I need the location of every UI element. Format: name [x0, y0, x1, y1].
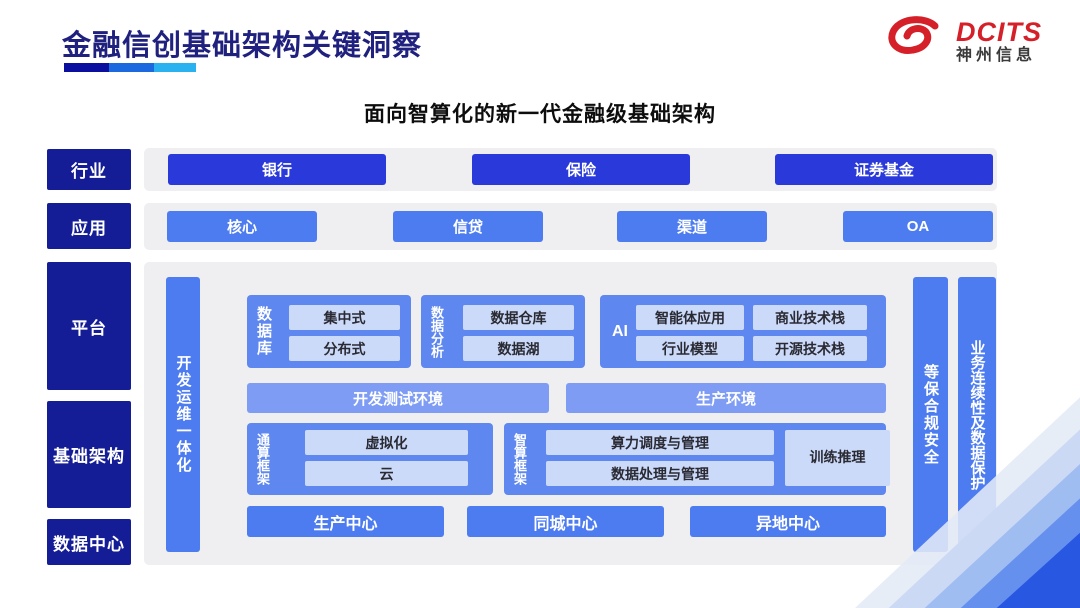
company-logo: DCITS 神州信息: [884, 16, 1042, 67]
general-compute-block: 通算框架 虚拟化 云: [247, 423, 493, 495]
diagram-subtitle: 面向智算化的新一代金融级基础架构: [364, 103, 716, 126]
industry-box-bank: 银行: [168, 154, 386, 185]
page-title: 金融信创基础架构关键洞察: [62, 30, 423, 62]
database-block: 数据库 集中式 分布式: [247, 295, 411, 368]
application-row: 核心 信贷 渠道 OA: [144, 203, 997, 250]
application-box-core: 核心: [167, 211, 317, 242]
title-underline: [64, 63, 196, 72]
database-item-distributed: 分布式: [289, 336, 400, 361]
database-block-label: 数据库: [255, 306, 272, 357]
logo-company-text: 神州信息: [956, 47, 1037, 65]
industry-box-insurance: 保险: [472, 154, 690, 185]
layer-label-industry: 行业: [47, 149, 131, 190]
smart-compute-data-mgmt: 数据处理与管理: [546, 461, 774, 486]
business-continuity-bar: 业务连续性及数据保护: [958, 277, 996, 552]
logo-brand-text: DCITS: [956, 16, 1042, 47]
center-remote: 异地中心: [690, 506, 886, 537]
env-production: 生产环境: [566, 383, 886, 413]
analytics-item-lake: 数据湖: [463, 336, 574, 361]
ai-item-commercial: 商业技术栈: [753, 305, 867, 330]
analytics-block-label: 数据分析: [429, 305, 444, 358]
application-box-credit: 信贷: [393, 211, 543, 242]
ai-item-industry-model: 行业模型: [636, 336, 744, 361]
underline-segment-light: [154, 63, 196, 72]
application-box-oa: OA: [843, 211, 993, 242]
layer-label-application: 应用: [47, 203, 131, 249]
smart-compute-label: 智算框架: [512, 433, 527, 485]
smart-compute-train-infer: 训练推理: [785, 430, 890, 486]
smart-compute-scheduling: 算力调度与管理: [546, 430, 774, 455]
underline-segment-mid: [109, 63, 154, 72]
industry-row: 银行 保险 证券基金: [144, 148, 997, 191]
layer-label-datacenter: 数据中心: [47, 519, 131, 565]
application-box-channel: 渠道: [617, 211, 767, 242]
ai-item-open-source: 开源技术栈: [753, 336, 867, 361]
analytics-item-warehouse: 数据仓库: [463, 305, 574, 330]
security-compliance-bar: 等保合规安全: [913, 277, 948, 552]
underline-segment-dark: [64, 63, 109, 72]
ai-item-agent-apps: 智能体应用: [636, 305, 744, 330]
industry-box-securities: 证券基金: [775, 154, 993, 185]
layer-label-platform: 平台: [47, 262, 131, 390]
ai-block-label: AI: [612, 322, 628, 340]
general-compute-cloud: 云: [305, 461, 468, 486]
platform-container: 开发运维一体化 数据库 集中式 分布式 数据分析 数据仓库 数据湖 AI 智能体…: [144, 262, 997, 565]
smart-compute-block: 智算框架 算力调度与管理 数据处理与管理 训练推理: [504, 423, 890, 495]
center-same-city: 同城中心: [467, 506, 664, 537]
general-compute-label: 通算框架: [255, 433, 270, 485]
center-production: 生产中心: [247, 506, 444, 537]
ai-block: AI 智能体应用 商业技术栈 行业模型 开源技术栈: [600, 295, 886, 368]
env-dev-test: 开发测试环境: [247, 383, 549, 413]
dcits-swirl-icon: [884, 16, 946, 67]
analytics-block: 数据分析 数据仓库 数据湖: [421, 295, 585, 368]
layer-label-infrastructure: 基础架构: [47, 401, 131, 508]
database-item-centralized: 集中式: [289, 305, 400, 330]
devops-bar: 开发运维一体化: [166, 277, 200, 552]
general-compute-virtualization: 虚拟化: [305, 430, 468, 455]
